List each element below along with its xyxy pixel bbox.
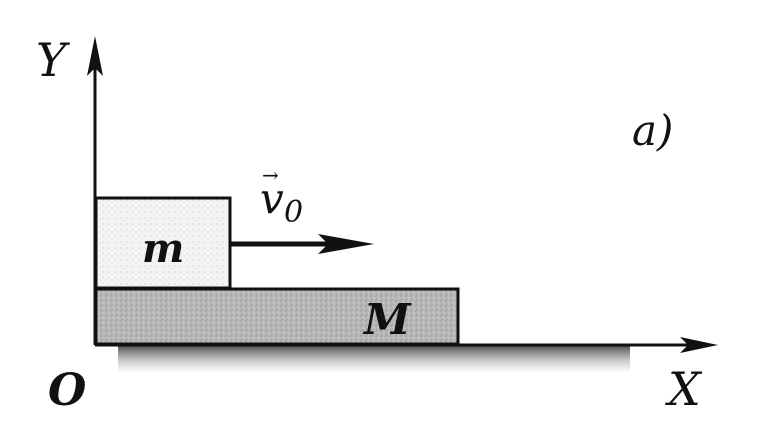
large-mass-label: M	[362, 295, 412, 344]
small-block	[94, 196, 232, 290]
x-axis-label: X	[665, 362, 703, 416]
y-axis-label: Y	[36, 33, 71, 87]
velocity-arrowhead	[318, 234, 374, 254]
panel-label: a)	[632, 106, 673, 155]
velocity-vector-mark: →	[262, 163, 279, 187]
large-block	[94, 287, 460, 346]
x-axis-arrowhead	[680, 337, 718, 353]
origin-label: O	[48, 365, 86, 416]
ground-surface	[118, 345, 630, 371]
y-axis-arrowhead	[87, 36, 103, 76]
small-mass-label: m	[142, 225, 184, 272]
velocity-subscript: 0	[284, 195, 303, 230]
velocity-symbol: v	[260, 174, 284, 223]
